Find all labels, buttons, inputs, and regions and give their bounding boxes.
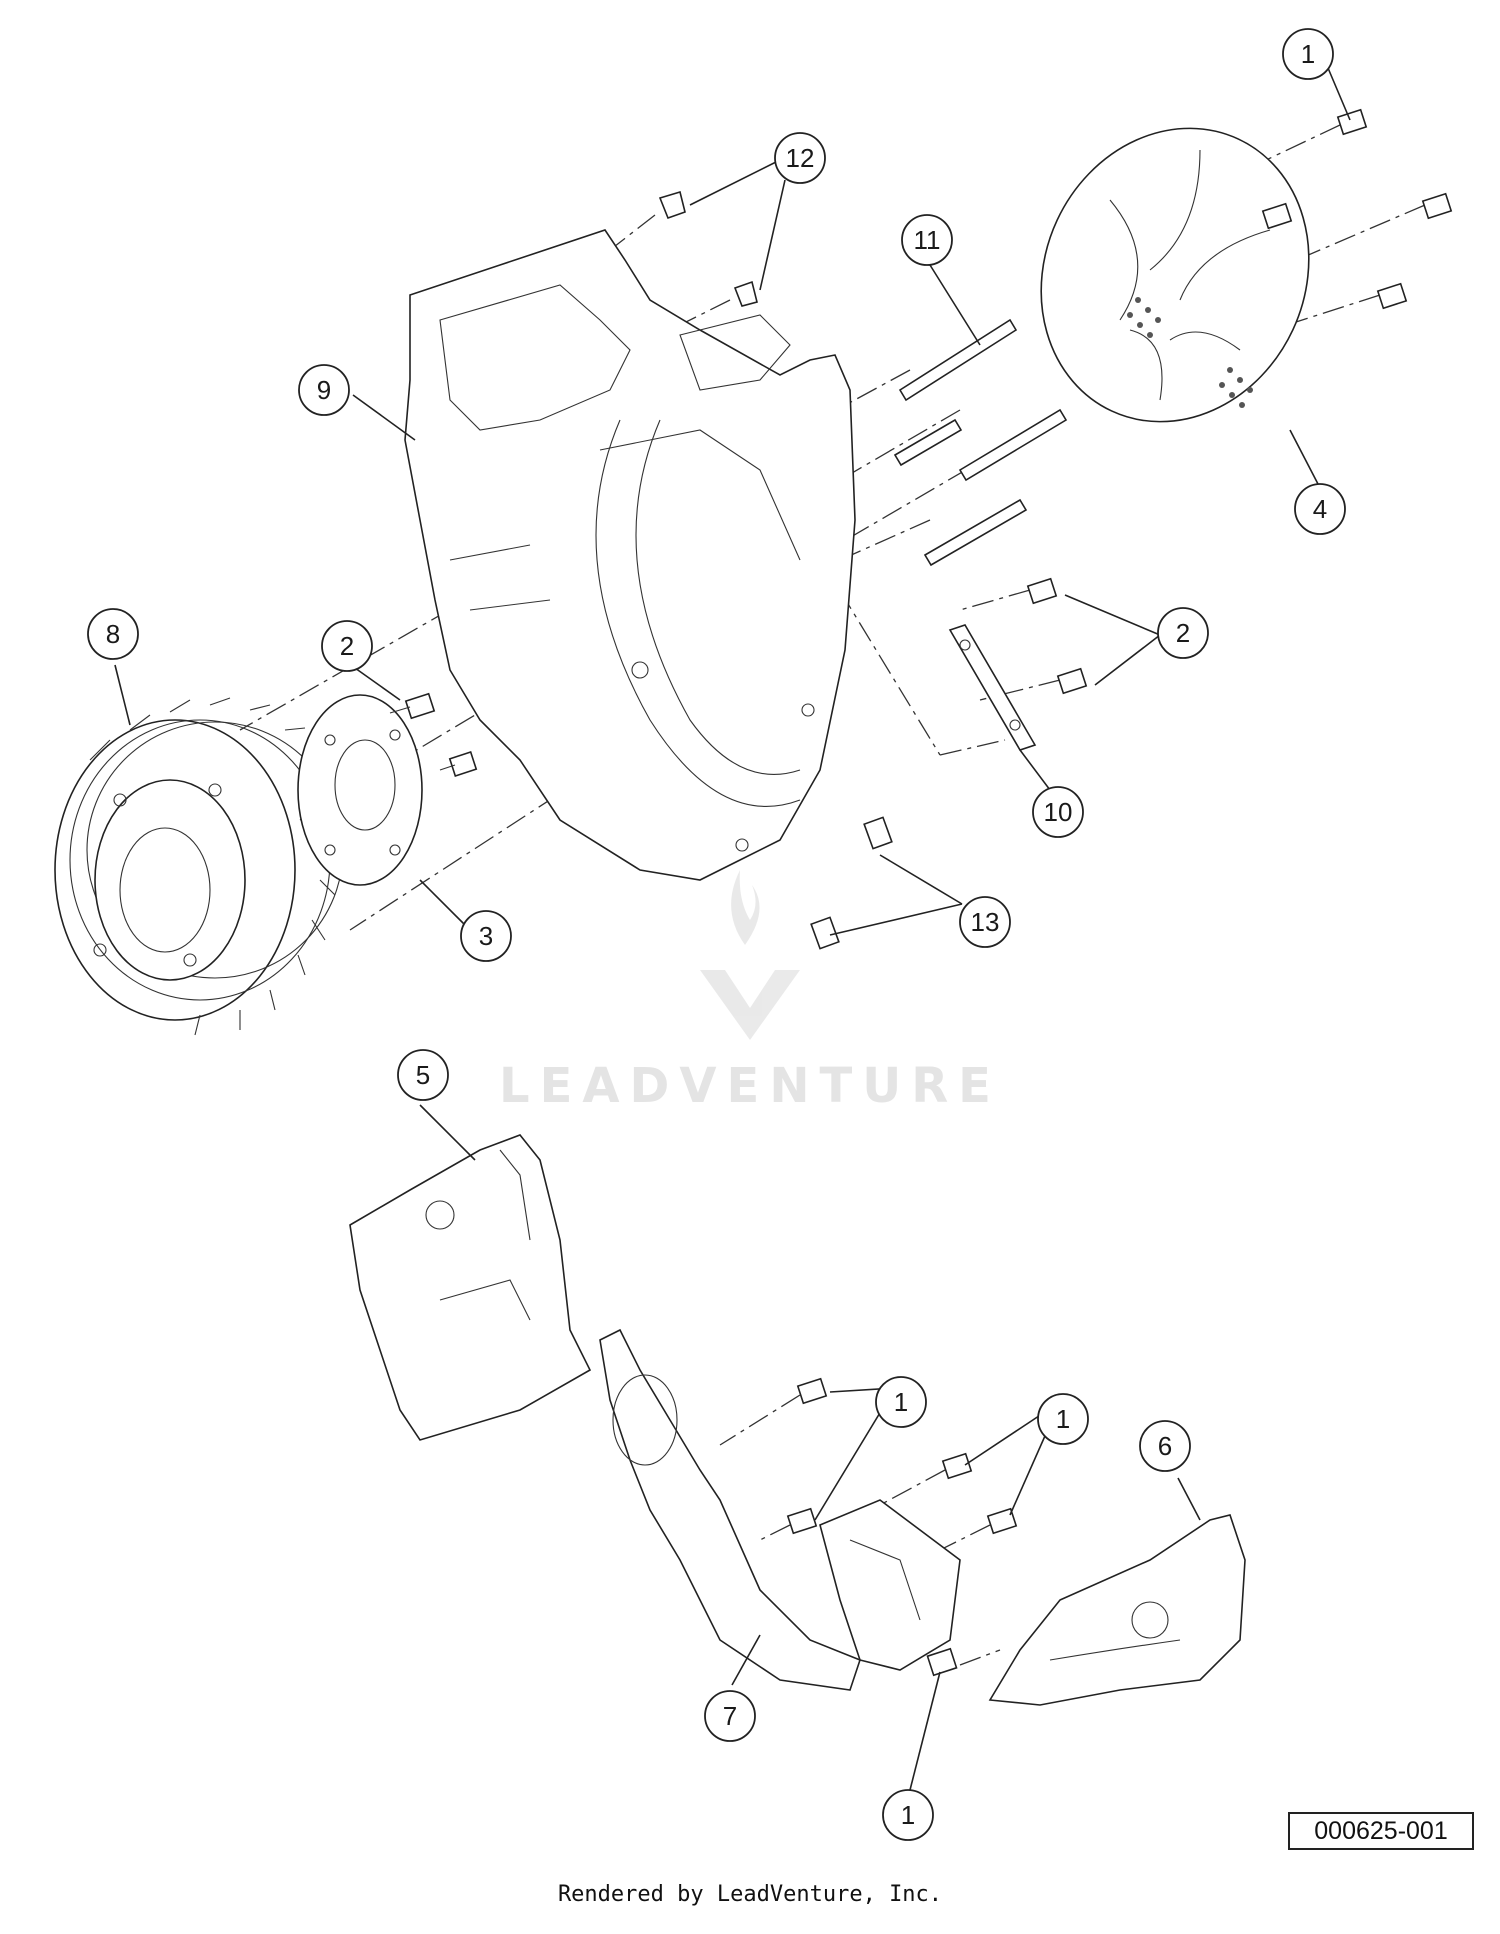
svg-text:2: 2 <box>1176 618 1190 648</box>
rotating-screen <box>1040 127 1310 423</box>
svg-text:4: 4 <box>1313 494 1327 524</box>
leader-lines <box>114 67 1351 1791</box>
svg-text:3: 3 <box>479 921 493 951</box>
watermark-logo-icon <box>700 870 800 1040</box>
svg-text:9: 9 <box>317 375 331 405</box>
callout-7: 7 <box>704 1690 756 1742</box>
blower-housing <box>404 229 856 881</box>
callout-11: 11 <box>901 214 953 266</box>
svg-text:10: 10 <box>1044 797 1073 827</box>
callout-9: 9 <box>298 364 350 416</box>
housing-clips <box>658 190 758 307</box>
svg-text:7: 7 <box>723 1701 737 1731</box>
hub-screws <box>389 692 478 777</box>
flywheel <box>54 697 344 1036</box>
svg-text:1: 1 <box>1301 39 1315 69</box>
svg-text:1: 1 <box>1056 1404 1070 1434</box>
lower-cover <box>349 1134 592 1441</box>
callout-3: 3 <box>460 910 512 962</box>
svg-text:1: 1 <box>901 1800 915 1830</box>
diagram-reference-number: 000625-001 <box>1288 1812 1474 1850</box>
screen-spacers <box>893 318 1068 567</box>
callout-10: 10 <box>1032 786 1084 838</box>
callout-4: 4 <box>1294 483 1346 535</box>
svg-text:13: 13 <box>971 907 1000 937</box>
callout-12: 12 <box>774 132 826 184</box>
housing-bracket <box>948 577 1088 751</box>
side-cover <box>988 1514 1246 1706</box>
watermark: LEADVENTURE <box>499 1058 1001 1114</box>
svg-text:5: 5 <box>416 1060 430 1090</box>
fan-hub <box>297 694 423 886</box>
screen-screws <box>1261 108 1453 310</box>
callout-6: 6 <box>1139 1420 1191 1472</box>
housing-screws <box>810 816 893 950</box>
callout-2-left: 2 <box>321 620 373 672</box>
callout-1-mid-right: 1 <box>1037 1393 1089 1445</box>
callout-1-mid-left: 1 <box>875 1376 927 1428</box>
callout-8: 8 <box>87 608 139 660</box>
svg-text:8: 8 <box>106 619 120 649</box>
callout-2-right: 2 <box>1157 607 1209 659</box>
svg-text:2: 2 <box>340 631 354 661</box>
callout-1-top: 1 <box>1282 28 1334 80</box>
callout-13: 13 <box>959 896 1011 948</box>
svg-text:6: 6 <box>1158 1431 1172 1461</box>
svg-text:12: 12 <box>786 143 815 173</box>
lower-screws <box>786 1377 1018 1677</box>
footer-credit: Rendered by LeadVenture, Inc. <box>557 1882 943 1907</box>
svg-text:11: 11 <box>914 225 941 255</box>
callout-1-bottom: 1 <box>882 1789 934 1841</box>
cylinder-shroud <box>599 1328 961 1691</box>
callout-5: 5 <box>397 1049 449 1101</box>
svg-text:1: 1 <box>894 1387 908 1417</box>
